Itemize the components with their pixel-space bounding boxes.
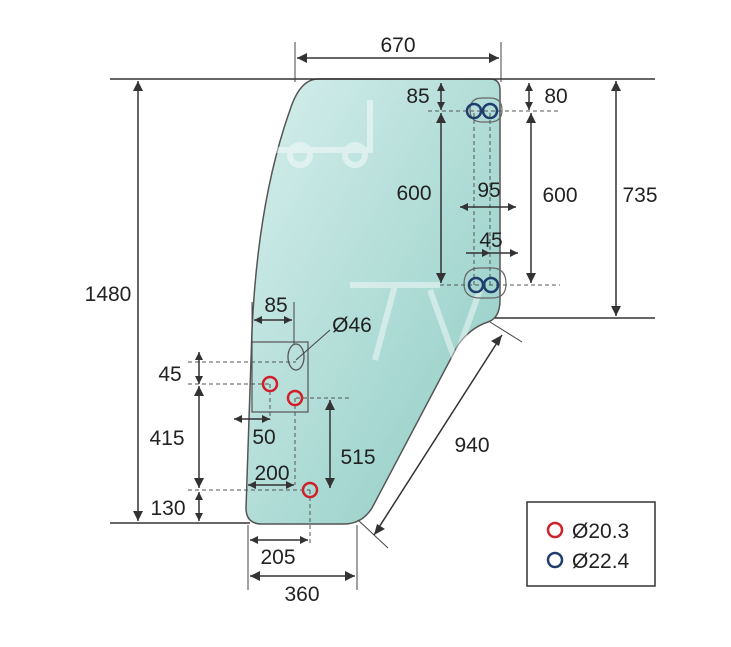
dim-1480-label: 1480	[85, 283, 132, 306]
dim-85-hinge-arrows	[254, 316, 292, 324]
handle-hole	[287, 343, 305, 371]
dim-600-left-label: 600	[396, 182, 431, 205]
dim-205-label: 205	[260, 546, 295, 569]
dim-45-upper-arrows	[482, 249, 518, 257]
red-hole-3	[301, 481, 319, 499]
dim-85-hinge-label: 85	[264, 294, 287, 317]
red-hole-1	[261, 375, 279, 393]
dim-940-line	[373, 334, 503, 536]
dim-600-right-label: 600	[542, 184, 577, 207]
upper-hole-slot	[469, 97, 503, 123]
lower-hole-slot	[463, 267, 507, 299]
blue-hole-top-1	[465, 102, 483, 120]
dim-515-arrows	[325, 400, 335, 488]
dim-415-label: 415	[149, 427, 184, 450]
dim-515-label: 515	[340, 446, 375, 469]
dim-45-upper-label: 45	[479, 229, 502, 252]
dim-80-arrows	[525, 83, 533, 110]
blue-hole-top-2	[481, 102, 499, 120]
legend-blue-circle-icon	[546, 551, 564, 569]
legend: Ø20.3 Ø22.4	[526, 501, 656, 587]
dim-670-label: 670	[380, 34, 415, 57]
red-hole-2	[286, 389, 304, 407]
handle-hole-leader	[295, 329, 331, 361]
dim-85-top-label: 85	[406, 85, 429, 108]
dim-45-left-label: 45	[158, 363, 181, 386]
dim-940-ext-top	[489, 321, 523, 343]
blue-hole-bottom-2	[482, 276, 500, 294]
glass-panel	[245, 78, 501, 525]
dim-85-top-arrows	[437, 83, 445, 110]
legend-red-circle-icon	[546, 521, 564, 539]
dim-80-label: 80	[544, 85, 567, 108]
legend-blue-label: Ø22.4	[572, 550, 630, 573]
dim-130-label: 130	[150, 497, 185, 520]
watermark	[270, 100, 483, 369]
dim-735-label: 735	[622, 184, 657, 207]
dim-130-arrows	[195, 492, 203, 521]
dim-200-label: 200	[254, 462, 289, 485]
hinge-plate-outline	[251, 341, 309, 413]
dim-50-arrows	[234, 415, 270, 423]
dim-45-left-arrows	[195, 352, 203, 384]
dim-940-ext-bottom	[357, 519, 389, 549]
dim-95-label: 95	[477, 179, 500, 202]
dim-handle-diameter-label: Ø46	[332, 314, 372, 337]
dim-360-label: 360	[284, 583, 319, 606]
dim-50-label: 50	[252, 426, 275, 449]
dim-940-label: 940	[454, 434, 489, 457]
legend-red-label: Ø20.3	[572, 520, 629, 543]
legend-box	[526, 501, 656, 587]
